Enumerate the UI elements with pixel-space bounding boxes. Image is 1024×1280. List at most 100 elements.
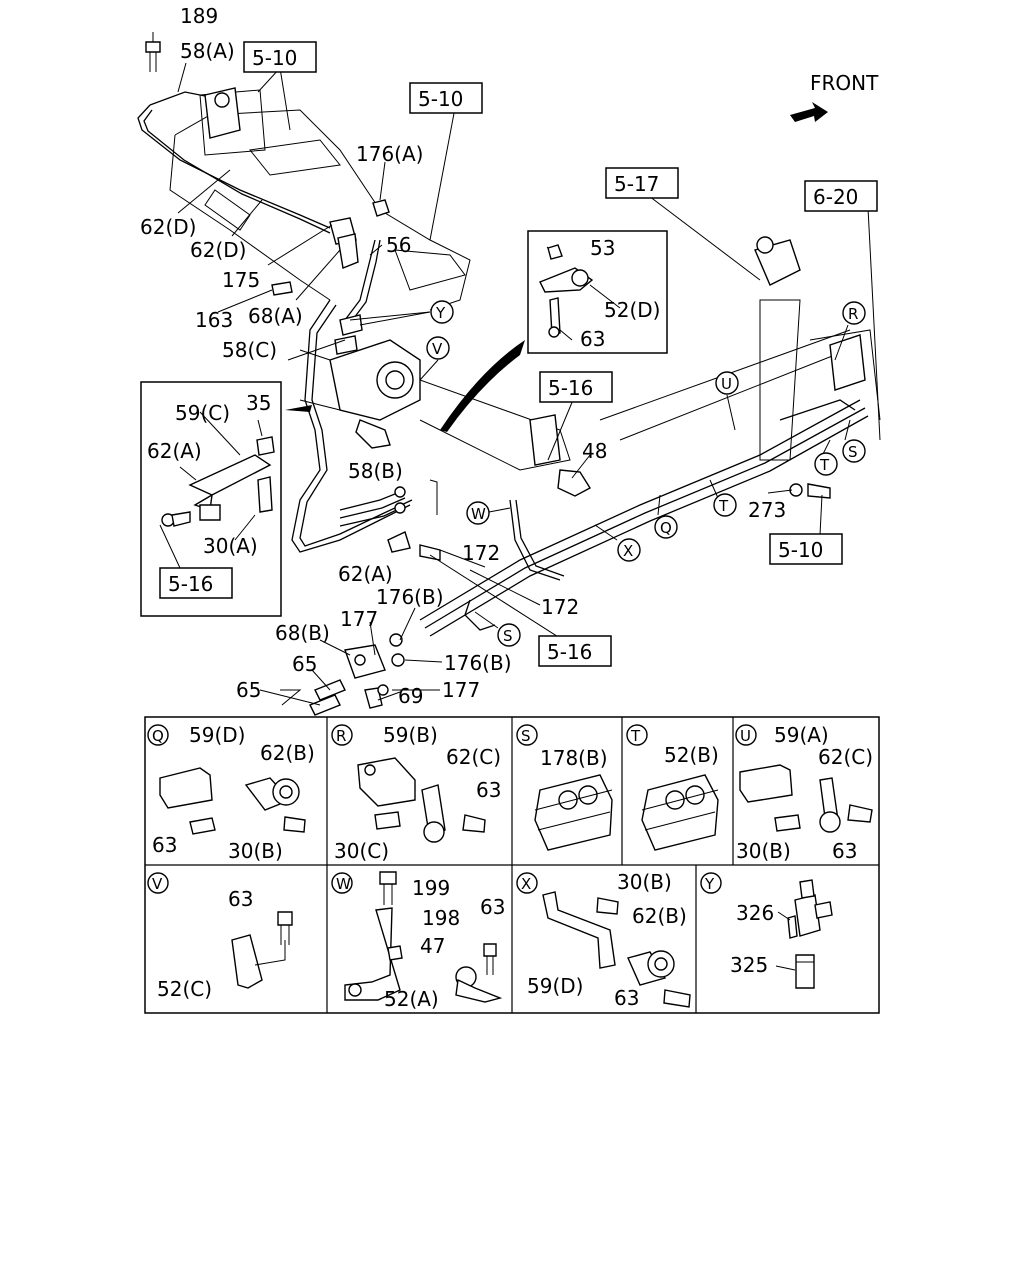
svg-text:S: S bbox=[848, 443, 858, 461]
detail-panel-grid: Q 59(D) 62(B) 63 30(B) R 59(B) 62(C) 63 … bbox=[144, 716, 880, 1014]
svg-text:Q: Q bbox=[152, 727, 164, 745]
callout-t2: T bbox=[713, 493, 737, 517]
part-label: 177 bbox=[340, 607, 378, 631]
part-label: 62(C) bbox=[446, 745, 501, 769]
part-label: 59(C) bbox=[175, 401, 230, 425]
part-label: 63 bbox=[228, 887, 253, 911]
part-label: 48 bbox=[582, 439, 607, 463]
part-label: 30(B) bbox=[228, 839, 283, 863]
ref-label: 5-10 bbox=[252, 46, 297, 70]
svg-text:U: U bbox=[740, 727, 751, 745]
ref-box bbox=[243, 41, 317, 73]
svg-text:W: W bbox=[336, 875, 351, 893]
main-assembly: FRONT 5-10 5-10 5-17 6-20 5-16 5-16 5-10… bbox=[137, 4, 881, 716]
panel-u: U 59(A) 62(C) 30(B) 63 bbox=[735, 723, 873, 863]
part-label: 68(A) bbox=[248, 304, 303, 328]
part-label: 65 bbox=[236, 678, 261, 702]
ref-label: 6-20 bbox=[813, 185, 858, 209]
part-label: 172 bbox=[462, 541, 500, 565]
callout-t: T bbox=[814, 452, 838, 476]
svg-text:R: R bbox=[848, 305, 858, 323]
detail-inset-box bbox=[140, 381, 282, 617]
part-label: 176(B) bbox=[376, 585, 444, 609]
detail-inset-box bbox=[527, 230, 668, 354]
part-label: 30(A) bbox=[203, 534, 258, 558]
svg-text:V: V bbox=[432, 340, 443, 358]
panel-r: R 59(B) 62(C) 63 30(C) bbox=[331, 723, 501, 863]
svg-text:Q: Q bbox=[660, 519, 672, 537]
svg-text:T: T bbox=[718, 497, 729, 515]
part-label: 176(B) bbox=[444, 651, 512, 675]
ref-label: 5-10 bbox=[778, 538, 823, 562]
svg-text:Y: Y bbox=[704, 875, 715, 893]
part-label: 56 bbox=[386, 233, 411, 257]
part-label: 30(B) bbox=[736, 839, 791, 863]
part-label: 58(C) bbox=[222, 338, 277, 362]
part-label: 62(D) bbox=[190, 238, 246, 262]
part-label: 62(D) bbox=[140, 215, 196, 239]
callout-x: X bbox=[617, 538, 641, 562]
ref-label: 5-17 bbox=[614, 172, 659, 196]
part-label: 63 bbox=[152, 833, 177, 857]
svg-text:T: T bbox=[819, 456, 830, 474]
callout-s: S bbox=[842, 439, 866, 463]
part-label: 53 bbox=[590, 236, 615, 260]
panel-y: Y 326 325 bbox=[700, 872, 833, 989]
svg-text:S: S bbox=[521, 727, 531, 745]
part-label: 58(B) bbox=[348, 459, 403, 483]
part-label: 68(B) bbox=[275, 621, 330, 645]
part-label: 325 bbox=[730, 953, 768, 977]
ref-box bbox=[538, 635, 612, 667]
svg-text:X: X bbox=[521, 875, 531, 893]
part-label: 172 bbox=[541, 595, 579, 619]
part-label: 69 bbox=[398, 684, 423, 708]
callout-y: Y bbox=[430, 300, 454, 324]
part-label: 59(D) bbox=[189, 723, 245, 747]
callout-w: W bbox=[466, 501, 490, 525]
callout-r: R bbox=[842, 301, 866, 325]
ref-label: 5-16 bbox=[548, 376, 593, 400]
ref-label: 5-10 bbox=[418, 87, 463, 111]
part-label: 62(A) bbox=[147, 439, 202, 463]
ref-box bbox=[159, 567, 233, 599]
part-label: 177 bbox=[442, 678, 480, 702]
svg-text:X: X bbox=[623, 542, 633, 560]
part-label: 52(B) bbox=[664, 743, 719, 767]
svg-text:W: W bbox=[471, 505, 486, 523]
part-label: 35 bbox=[246, 391, 271, 415]
part-label: 326 bbox=[736, 901, 774, 925]
ref-box bbox=[769, 533, 843, 565]
part-label: 175 bbox=[222, 268, 260, 292]
part-label: 58(A) bbox=[180, 39, 235, 63]
svg-text:R: R bbox=[336, 727, 346, 745]
part-label: 52(A) bbox=[384, 987, 439, 1011]
panel-w: W 199 198 63 47 52(A) bbox=[331, 871, 505, 1011]
part-label: 65 bbox=[292, 652, 317, 676]
panel-s: S 178(B) bbox=[516, 724, 613, 851]
part-label: 62(B) bbox=[260, 741, 315, 765]
ref-box bbox=[804, 180, 878, 212]
part-label: 163 bbox=[195, 308, 233, 332]
callout-q: Q bbox=[654, 515, 678, 539]
panel-x: X 30(B) 62(B) 59(D) 63 bbox=[516, 870, 691, 1010]
front-arrow-icon bbox=[790, 102, 828, 122]
front-label: FRONT bbox=[810, 71, 879, 95]
ref-box bbox=[409, 82, 483, 114]
part-label: 62(A) bbox=[338, 562, 393, 586]
part-label: 63 bbox=[580, 327, 605, 351]
svg-text:U: U bbox=[721, 375, 732, 393]
part-label: 62(C) bbox=[818, 745, 873, 769]
part-label: 189 bbox=[180, 4, 218, 28]
part-label: 63 bbox=[480, 895, 505, 919]
panel-t: T 52(B) bbox=[626, 724, 719, 851]
part-label: 63 bbox=[476, 778, 501, 802]
svg-text:Y: Y bbox=[435, 304, 446, 322]
part-label: 52(D) bbox=[604, 298, 660, 322]
panel-q: Q 59(D) 62(B) 63 30(B) bbox=[147, 723, 315, 863]
ref-label: 5-16 bbox=[547, 640, 592, 664]
callout-u: U bbox=[715, 371, 739, 395]
svg-text:T: T bbox=[630, 727, 641, 745]
callout-s2: S bbox=[497, 623, 521, 647]
part-label: 59(B) bbox=[383, 723, 438, 747]
